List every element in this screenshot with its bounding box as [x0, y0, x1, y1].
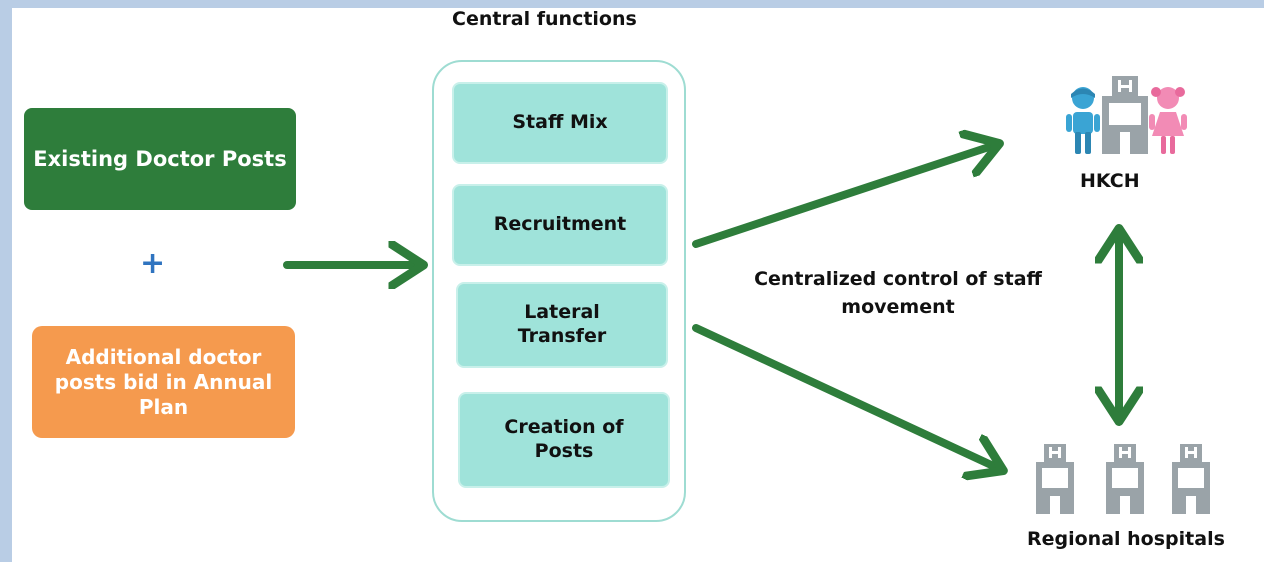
function-staff-mix: Staff Mix — [452, 82, 668, 164]
function-label: Recruitment — [493, 213, 627, 236]
function-label: Lateral Transfer — [517, 301, 607, 347]
arrow-to-regional — [692, 324, 1002, 470]
central-functions-title: Central functions — [452, 8, 637, 30]
child-boy-icon — [1066, 87, 1100, 154]
function-lateral-transfer: Lateral Transfer — [456, 282, 668, 368]
hospital-icon — [1102, 76, 1148, 154]
diagram-canvas: Existing Doctor Posts + Additional docto… — [12, 8, 1264, 562]
central-functions-container — [432, 60, 686, 522]
additional-doctor-posts-box: Additional doctor posts bid in Annual Pl… — [32, 326, 295, 438]
centralized-control-label: Centralized control of staff movement — [754, 268, 1042, 318]
function-label: Creation of Posts — [504, 416, 624, 462]
existing-doctor-posts-box: Existing Doctor Posts — [24, 108, 296, 210]
function-label: Staff Mix — [512, 111, 608, 134]
connector-layer — [283, 76, 1210, 514]
function-recruitment: Recruitment — [452, 184, 668, 266]
plus-sign: + — [140, 246, 166, 281]
child-girl-icon — [1149, 87, 1187, 154]
hospital-icon — [1172, 444, 1210, 514]
hospital-icon — [1036, 444, 1074, 514]
hospital-icon — [1106, 444, 1144, 514]
additional-doctor-posts-label: Additional doctor posts bid in Annual Pl… — [54, 344, 273, 419]
existing-doctor-posts-label: Existing Doctor Posts — [33, 146, 287, 171]
function-creation-of-posts: Creation of Posts — [458, 392, 670, 488]
regional-hospitals-label: Regional hospitals — [1027, 528, 1225, 550]
arrow-to-hkch — [692, 144, 998, 248]
hkch-label: HKCH — [1080, 170, 1140, 192]
